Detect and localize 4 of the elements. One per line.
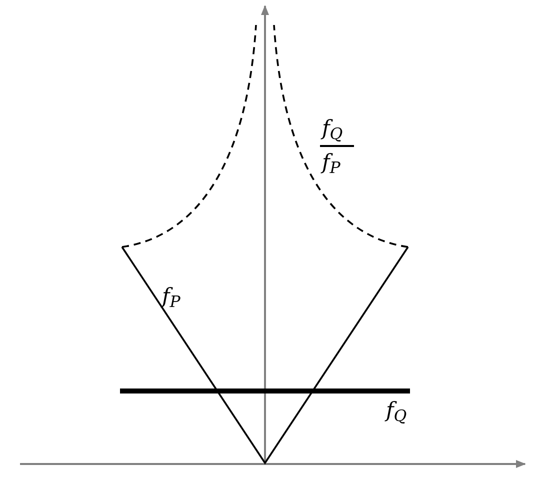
- function-label: f$_{P}$: [322, 152, 340, 173]
- function-label: f$_{Q}$: [322, 118, 343, 139]
- function-label: f$_{P}$: [162, 286, 180, 307]
- function-label: f$_{Q}$: [386, 400, 407, 421]
